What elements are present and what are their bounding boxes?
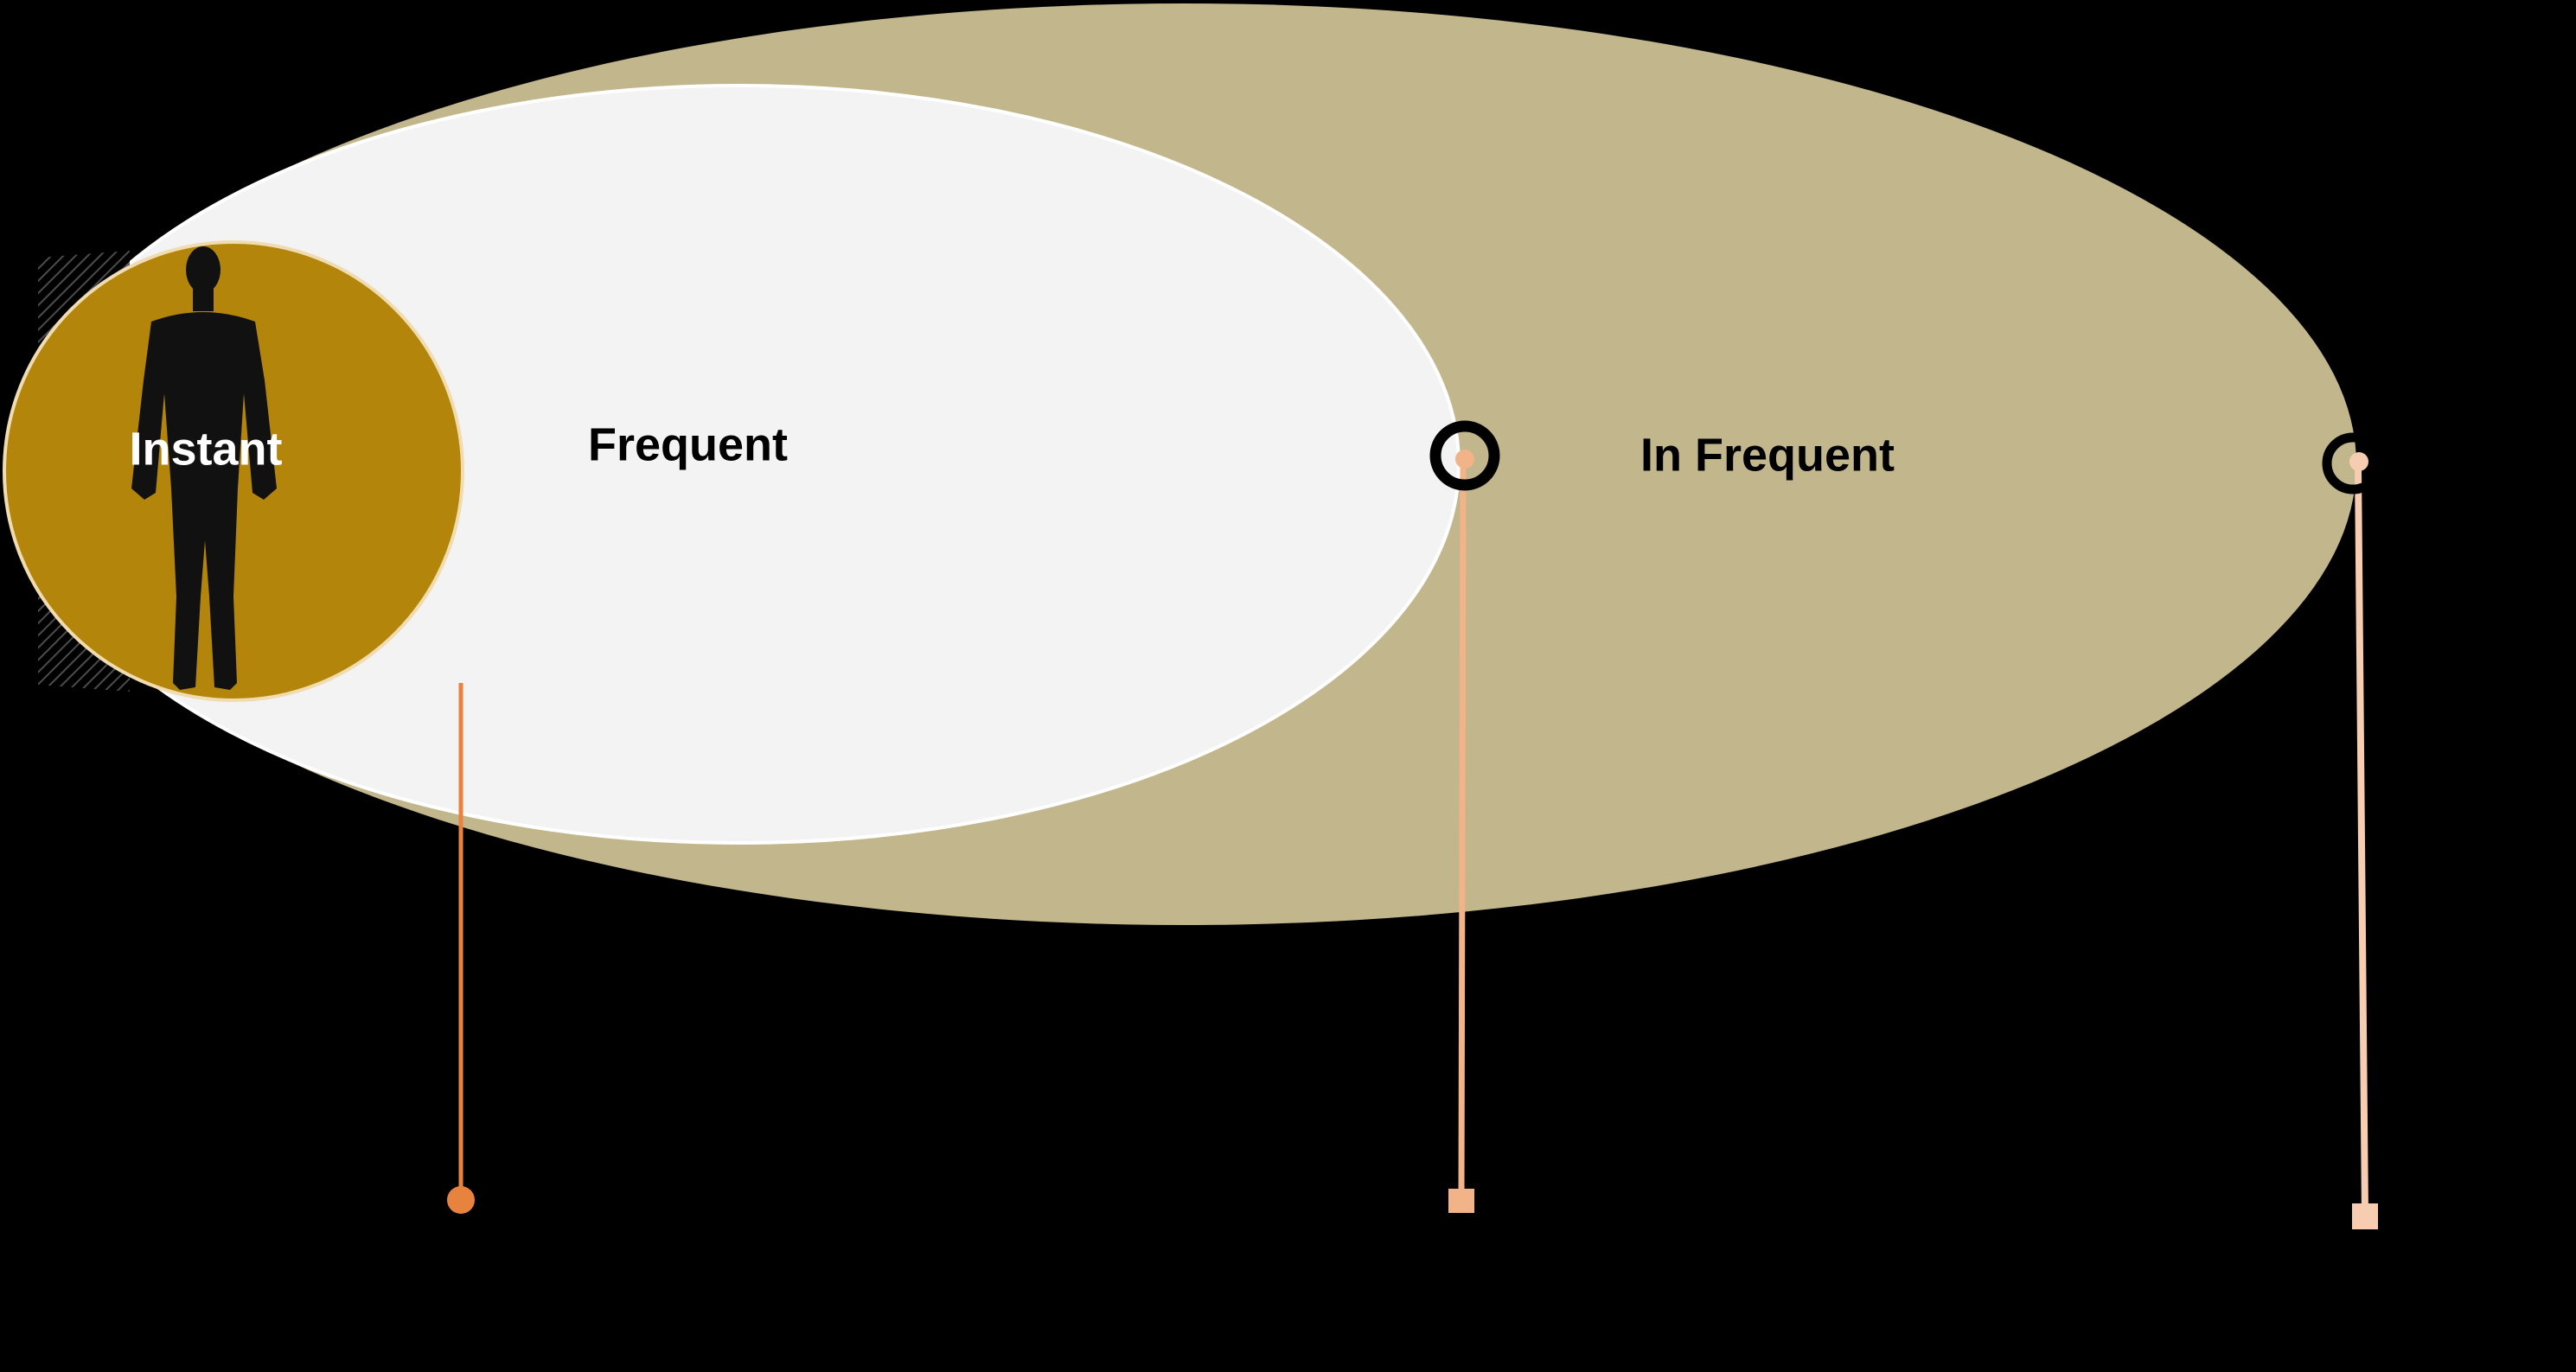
- infrequent-label: In Frequent: [1640, 429, 1895, 481]
- human-silhouette-icon: [131, 246, 277, 690]
- instant-connector-endpoint: [447, 1186, 475, 1214]
- infrequent-boundary-dot: [2349, 452, 2368, 471]
- frequent-connector-endpoint: [1448, 1189, 1474, 1213]
- instant-label: Instant: [129, 423, 282, 475]
- frequent-label: Frequent: [588, 418, 788, 470]
- frequent-boundary-ring: [1429, 420, 1500, 491]
- infrequent-connector-endpoint: [2352, 1203, 2378, 1229]
- frequent-boundary-dot: [1455, 450, 1474, 469]
- infrequent-connector-line-2: [2355, 466, 2368, 1216]
- infrequent-boundary-ring: [2322, 432, 2384, 495]
- frequent-connector-line: [1458, 466, 1467, 1201]
